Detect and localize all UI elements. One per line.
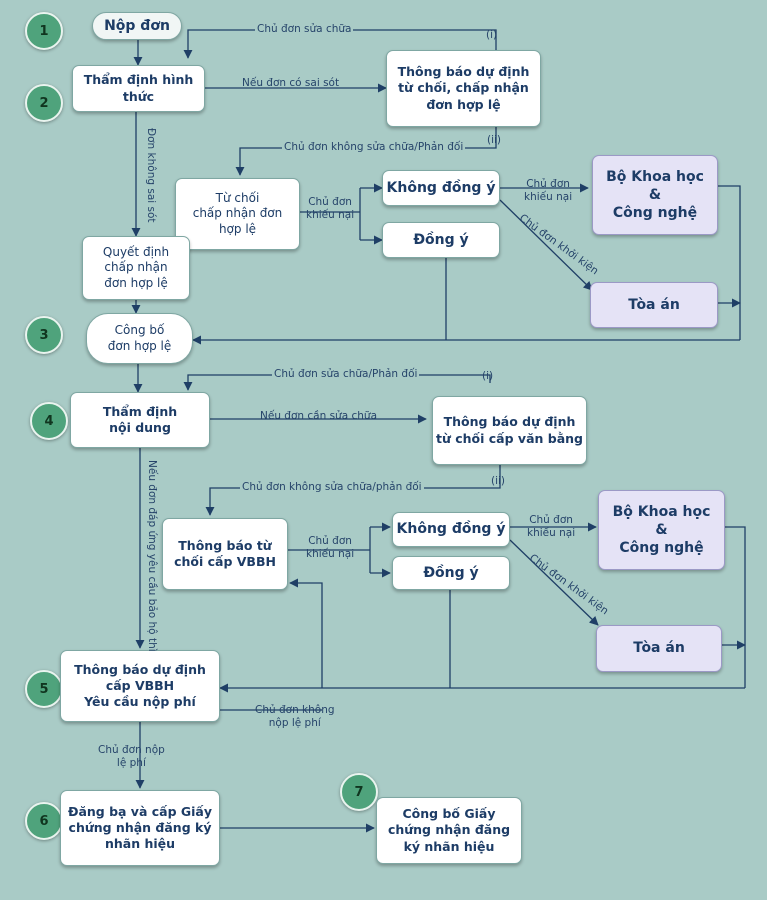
label-pay-fee: Chủ đơn nộp lệ phí xyxy=(98,744,165,770)
publish-application-box: Công bố đơn hợp lệ xyxy=(86,313,193,364)
label-owner-amend-object: Chủ đơn sửa chữa/Phản đối xyxy=(272,368,420,382)
label-complaint-3: Chủ đơn khiếu nại xyxy=(306,535,355,561)
ministry-science-box-1: Bộ Khoa học & Công nghệ xyxy=(592,155,718,235)
label-complaint-1: Chủ đơn khiếu nại xyxy=(306,196,355,222)
notice-refuse-certificate-box: Thông báo dự định từ chối cấp văn bằng xyxy=(432,396,587,465)
label-owner-not-amend-2: Chủ đơn không sửa chữa/phản đối xyxy=(240,481,424,495)
formal-examination-box: Thẩm định hình thức xyxy=(72,65,205,112)
decision-accept-box: Quyết định chấp nhận đơn hợp lệ xyxy=(82,236,190,300)
agree-box-2: Đồng ý xyxy=(392,556,510,590)
step-6-badge: 6 xyxy=(25,802,63,840)
label-needs-amend: Nếu đơn cần sửa chữa xyxy=(260,410,378,422)
notice-grant-box: Thông báo dự định cấp VBBH Yêu cầu nộp p… xyxy=(60,650,220,722)
refuse-validity-box: Từ chối chấp nhận đơn hợp lệ xyxy=(175,178,300,250)
label-complaint-2: Chủ đơn khiếu nại xyxy=(524,178,573,204)
label-ii-1: (ii) xyxy=(487,134,502,146)
label-i-1: (i) xyxy=(486,29,498,41)
notice-refuse-validity-box: Thông báo dự định từ chối, chấp nhận đơn… xyxy=(386,50,541,127)
step-7-badge: 7 xyxy=(340,773,378,811)
label-no-errors: Đơn không sai sót xyxy=(145,128,157,223)
step-1-badge: 1 xyxy=(25,12,63,50)
refuse-certificate-box: Thông báo từ chối cấp VBBH xyxy=(162,518,288,590)
register-issue-certificate-box: Đăng bạ và cấp Giấy chứng nhận đăng ký n… xyxy=(60,790,220,866)
publish-certificate-box: Công bố Giấy chứng nhận đăng ký nhãn hiệ… xyxy=(376,797,522,864)
label-owner-amend: Chủ đơn sửa chữa xyxy=(255,23,354,37)
ministry-science-box-2: Bộ Khoa học & Công nghệ xyxy=(598,490,725,570)
submit-application-box: Nộp đơn xyxy=(92,12,182,40)
label-meets-requirements: Nếu đơn đáp ứng yêu cầu bảo hộ thì xyxy=(146,460,158,652)
label-i-2: (i) xyxy=(482,370,494,382)
step-4-badge: 4 xyxy=(30,402,68,440)
label-owner-not-amend-1: Chủ đơn không sửa chữa/Phản đối xyxy=(282,141,466,155)
step-2-badge: 2 xyxy=(25,84,63,122)
step-5-badge: 5 xyxy=(25,670,63,708)
step-3-badge: 3 xyxy=(25,316,63,354)
label-not-pay-fee: Chủ đơn không nộp lệ phí xyxy=(255,704,335,730)
court-box-1: Tòa án xyxy=(590,282,718,328)
agree-box-1: Đồng ý xyxy=(382,222,500,258)
label-if-errors: Nếu đơn có sai sót xyxy=(242,77,340,89)
label-ii-2: (ii) xyxy=(491,475,506,487)
court-box-2: Tòa án xyxy=(596,625,722,672)
disagree-box-2: Không đồng ý xyxy=(392,512,510,547)
label-complaint-4: Chủ đơn khiếu nại xyxy=(527,514,576,540)
substantive-examination-box: Thẩm định nội dung xyxy=(70,392,210,448)
disagree-box-1: Không đồng ý xyxy=(382,170,500,206)
